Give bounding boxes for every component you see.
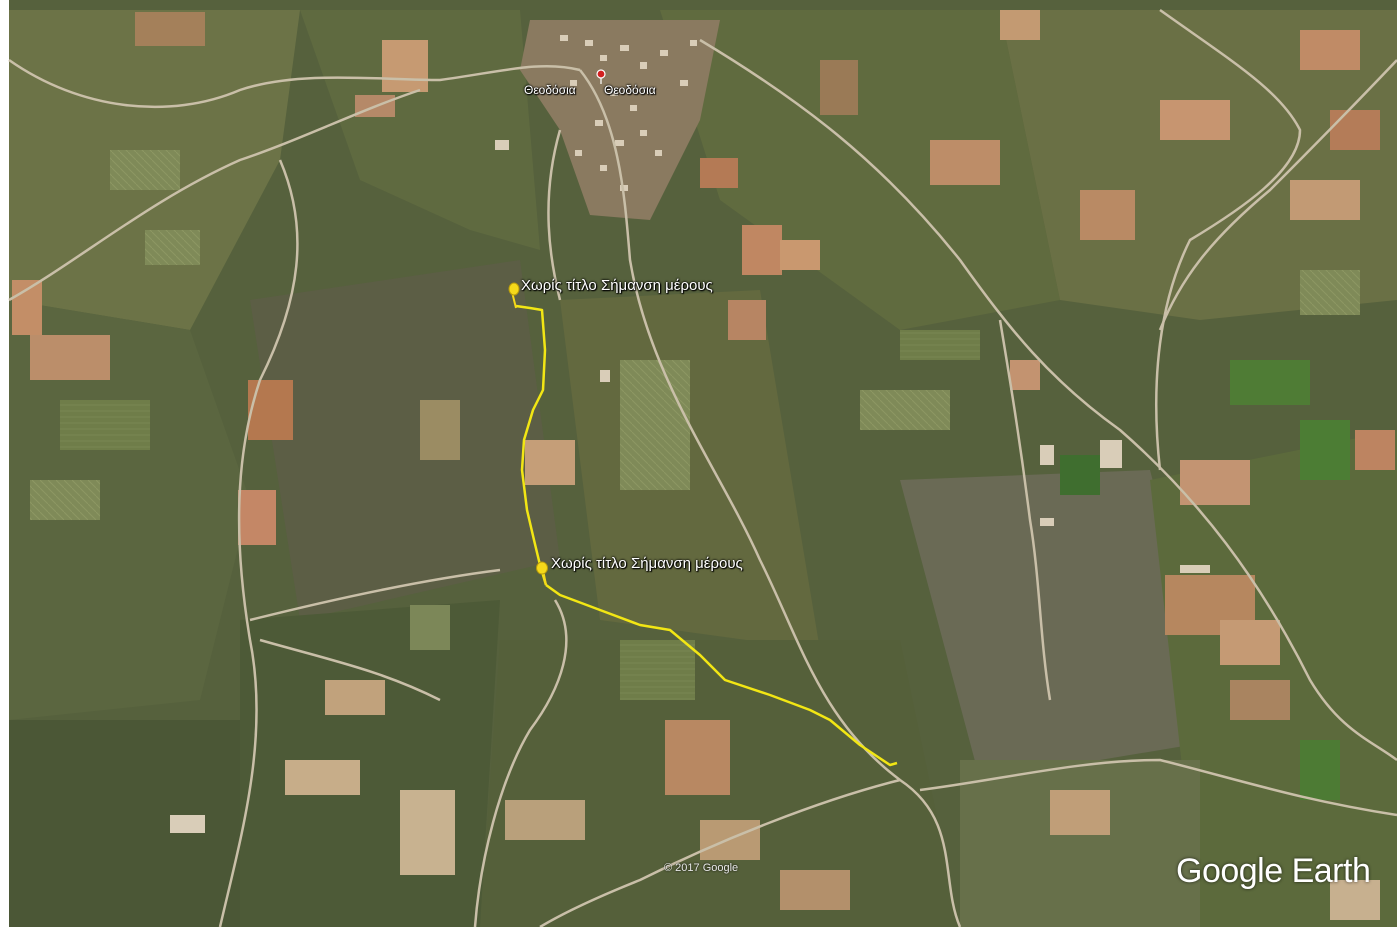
- google-earth-logo: Google Earth: [1176, 852, 1371, 890]
- village-label-left[interactable]: Θεοδόσια: [524, 83, 576, 97]
- left-margin: [0, 0, 9, 927]
- field-parcels: [12, 10, 1395, 920]
- village-label-right[interactable]: Θεοδόσια: [604, 83, 656, 97]
- placemark-label-south[interactable]: Χωρίς τίτλο Σήμανση μέρους: [551, 555, 743, 572]
- roads: [8, 8, 1397, 927]
- placemark-label-north[interactable]: Χωρίς τίτλο Σήμανση μέρους: [521, 277, 713, 294]
- track-segment-south: [545, 583, 898, 767]
- gps-track: [515, 304, 898, 767]
- track-segment-north: [515, 304, 548, 586]
- village-area: [170, 20, 1210, 833]
- map-copyright: © 2017 Google: [664, 862, 739, 874]
